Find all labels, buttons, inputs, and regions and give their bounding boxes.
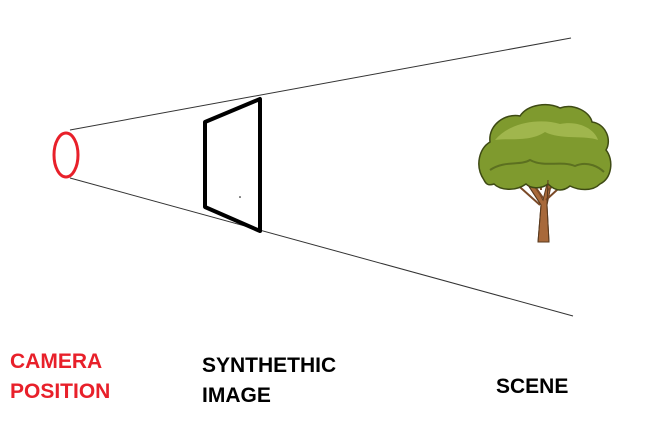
frustum-top-ray [69,37,572,131]
scene-label: SCENE [496,375,569,398]
image-label-line2: IMAGE [202,384,271,407]
camera-icon [52,131,80,179]
frustum-bottom-ray [69,177,574,317]
camera-label-line2: POSITION [10,380,111,403]
tree-icon [478,103,612,243]
image-label-line1: SYNTHETHIC [202,354,337,377]
synthetic-image-label: SYNTHETHIC IMAGE [202,351,336,411]
image-plane-icon [203,97,262,233]
camera-label-line1: CAMERA [10,350,103,373]
image-plane-dot [239,196,241,198]
camera-position-label: CAMERA POSITION [10,347,110,407]
